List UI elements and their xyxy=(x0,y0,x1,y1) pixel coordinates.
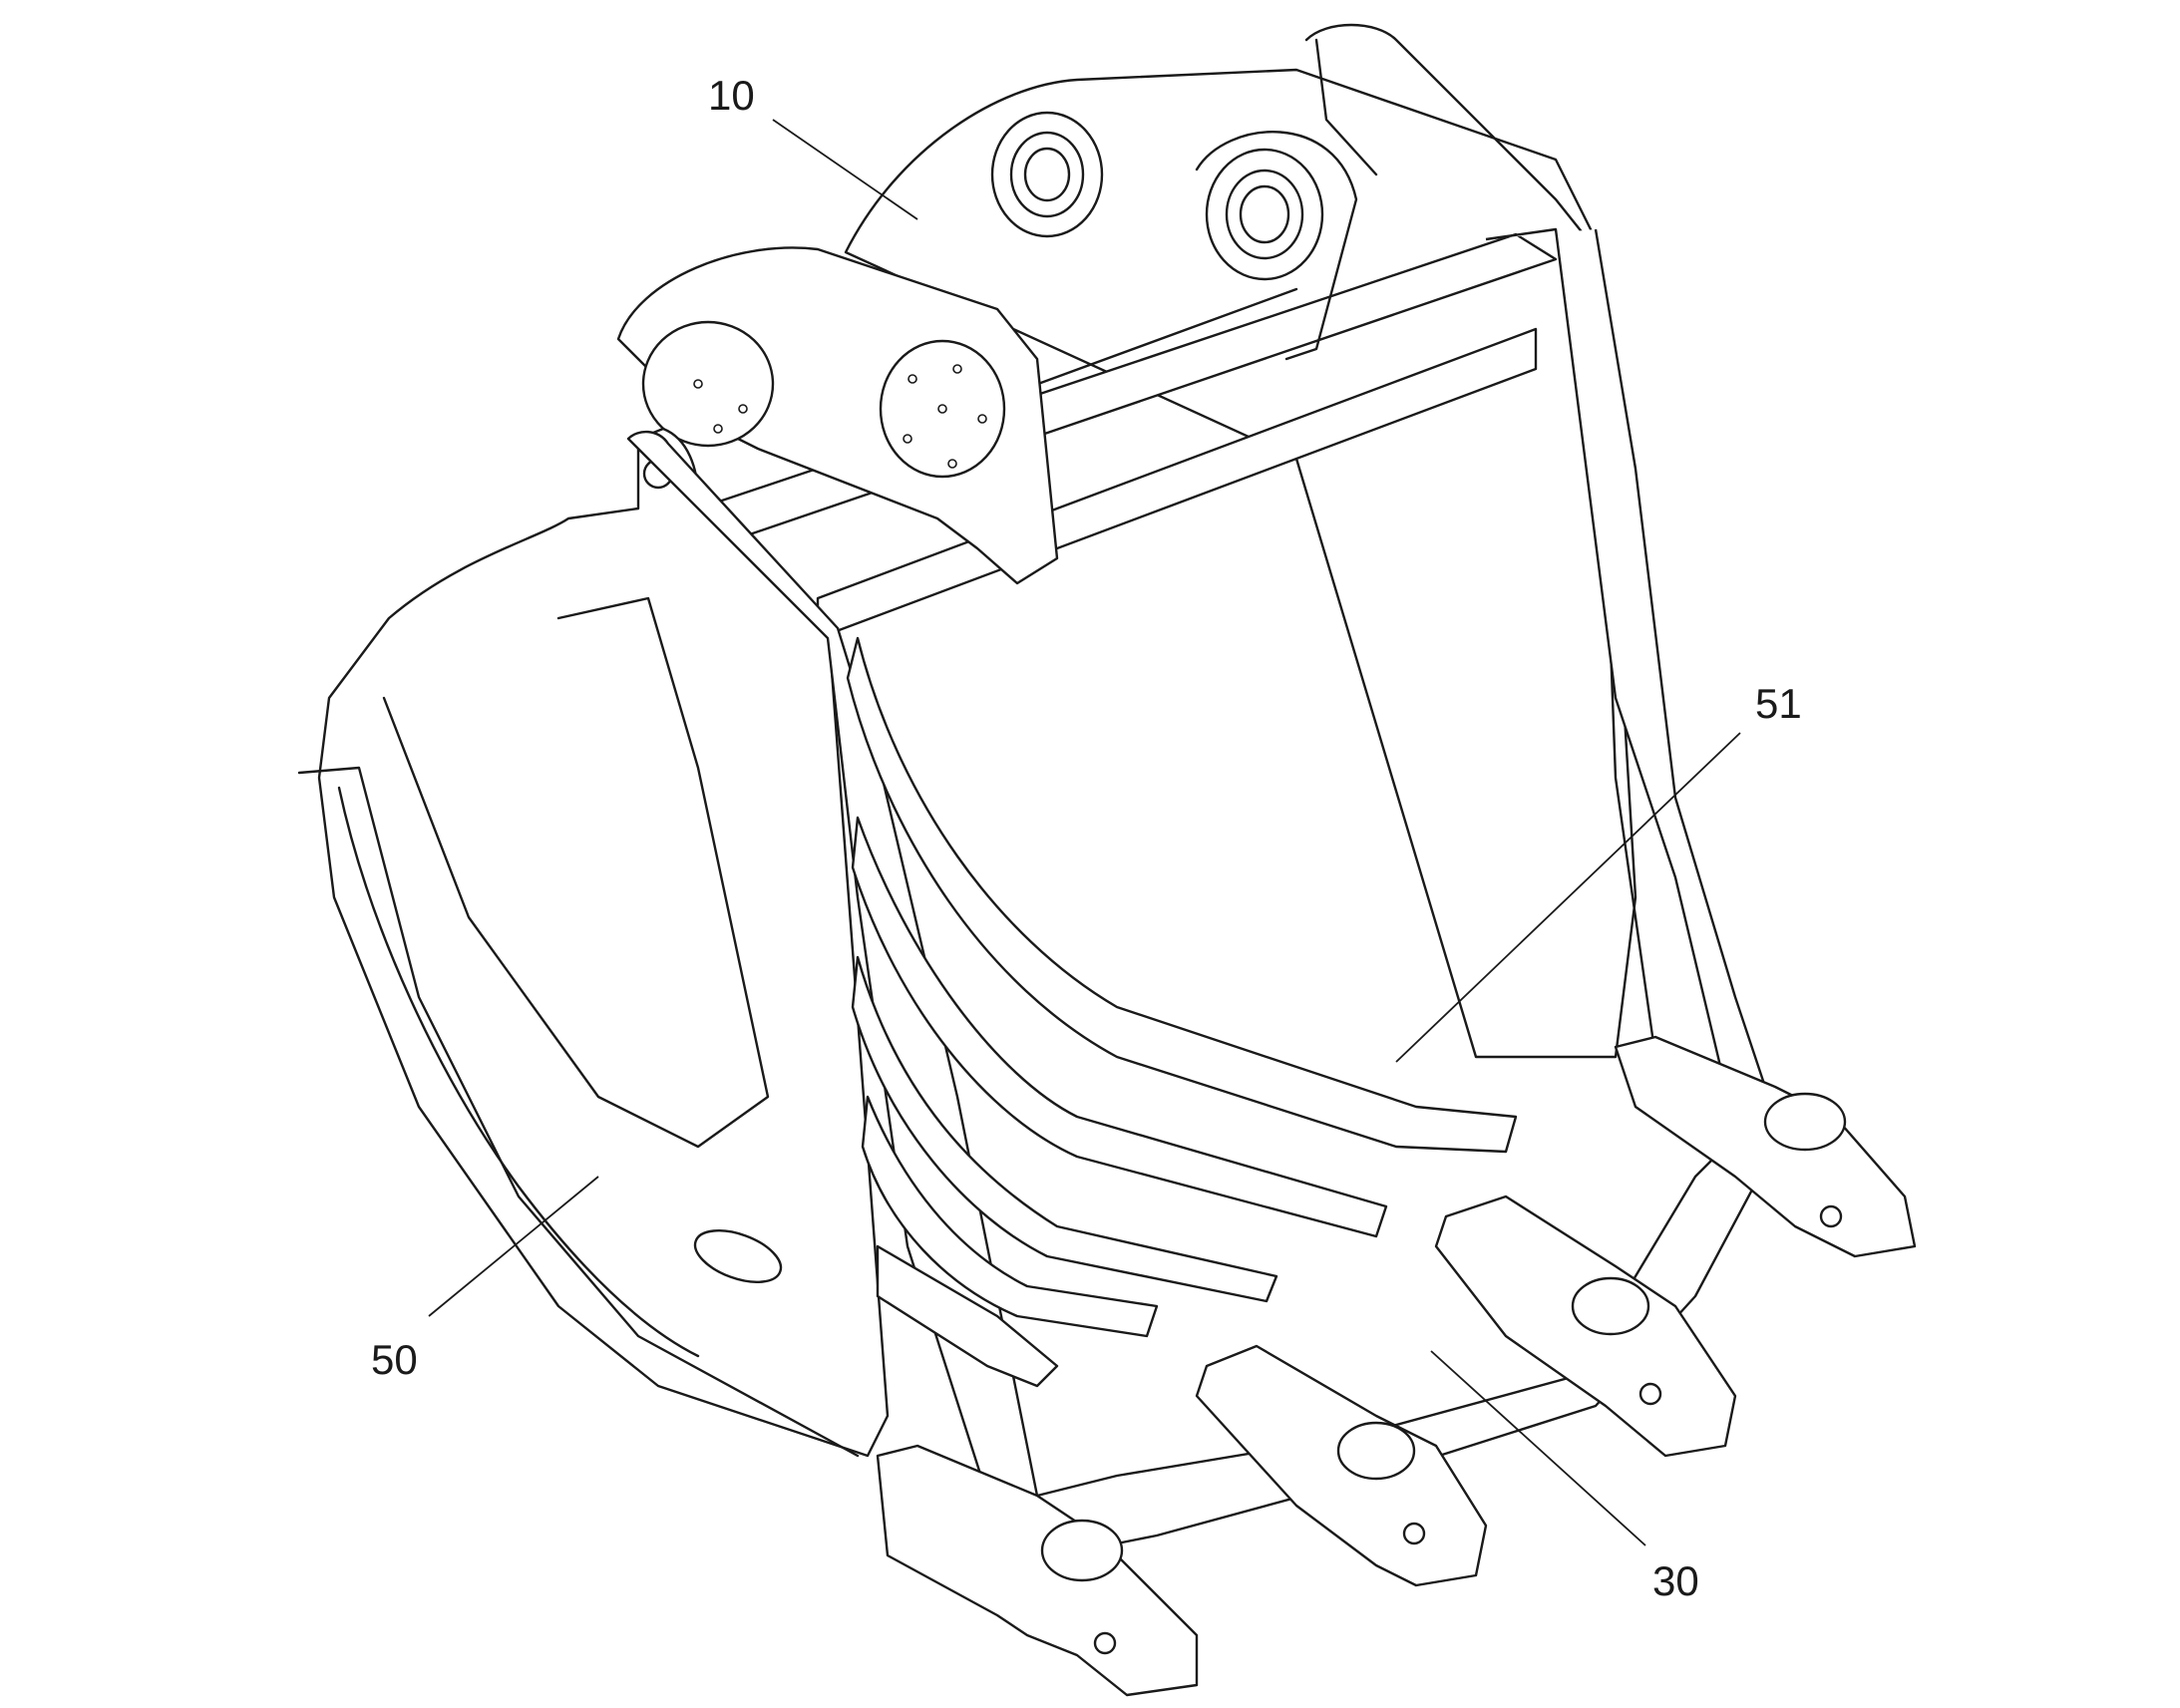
rear-boss-right xyxy=(1195,131,1358,361)
leader-50 xyxy=(428,1176,599,1317)
tooth-right-corner xyxy=(1614,1035,1917,1258)
tooth-center-left xyxy=(1195,1344,1488,1587)
wear-strips xyxy=(846,636,1518,1388)
tooth-left-corner xyxy=(876,1444,1199,1697)
bucket-side-plate xyxy=(297,427,890,1458)
leader-10 xyxy=(772,119,918,220)
rear-boss-left xyxy=(990,111,1104,238)
leader-51 xyxy=(1395,732,1741,1063)
label-rear-wall: 10 xyxy=(708,72,755,119)
front-hinge-plate xyxy=(616,246,1059,585)
leader-30 xyxy=(1430,1350,1646,1546)
label-cutting-edge: 30 xyxy=(1652,1557,1699,1604)
label-side-plate: 50 xyxy=(371,1336,418,1383)
tooth-center-right xyxy=(1434,1195,1737,1458)
label-wear-strip: 51 xyxy=(1755,680,1802,727)
leader-lines xyxy=(428,119,1741,1546)
